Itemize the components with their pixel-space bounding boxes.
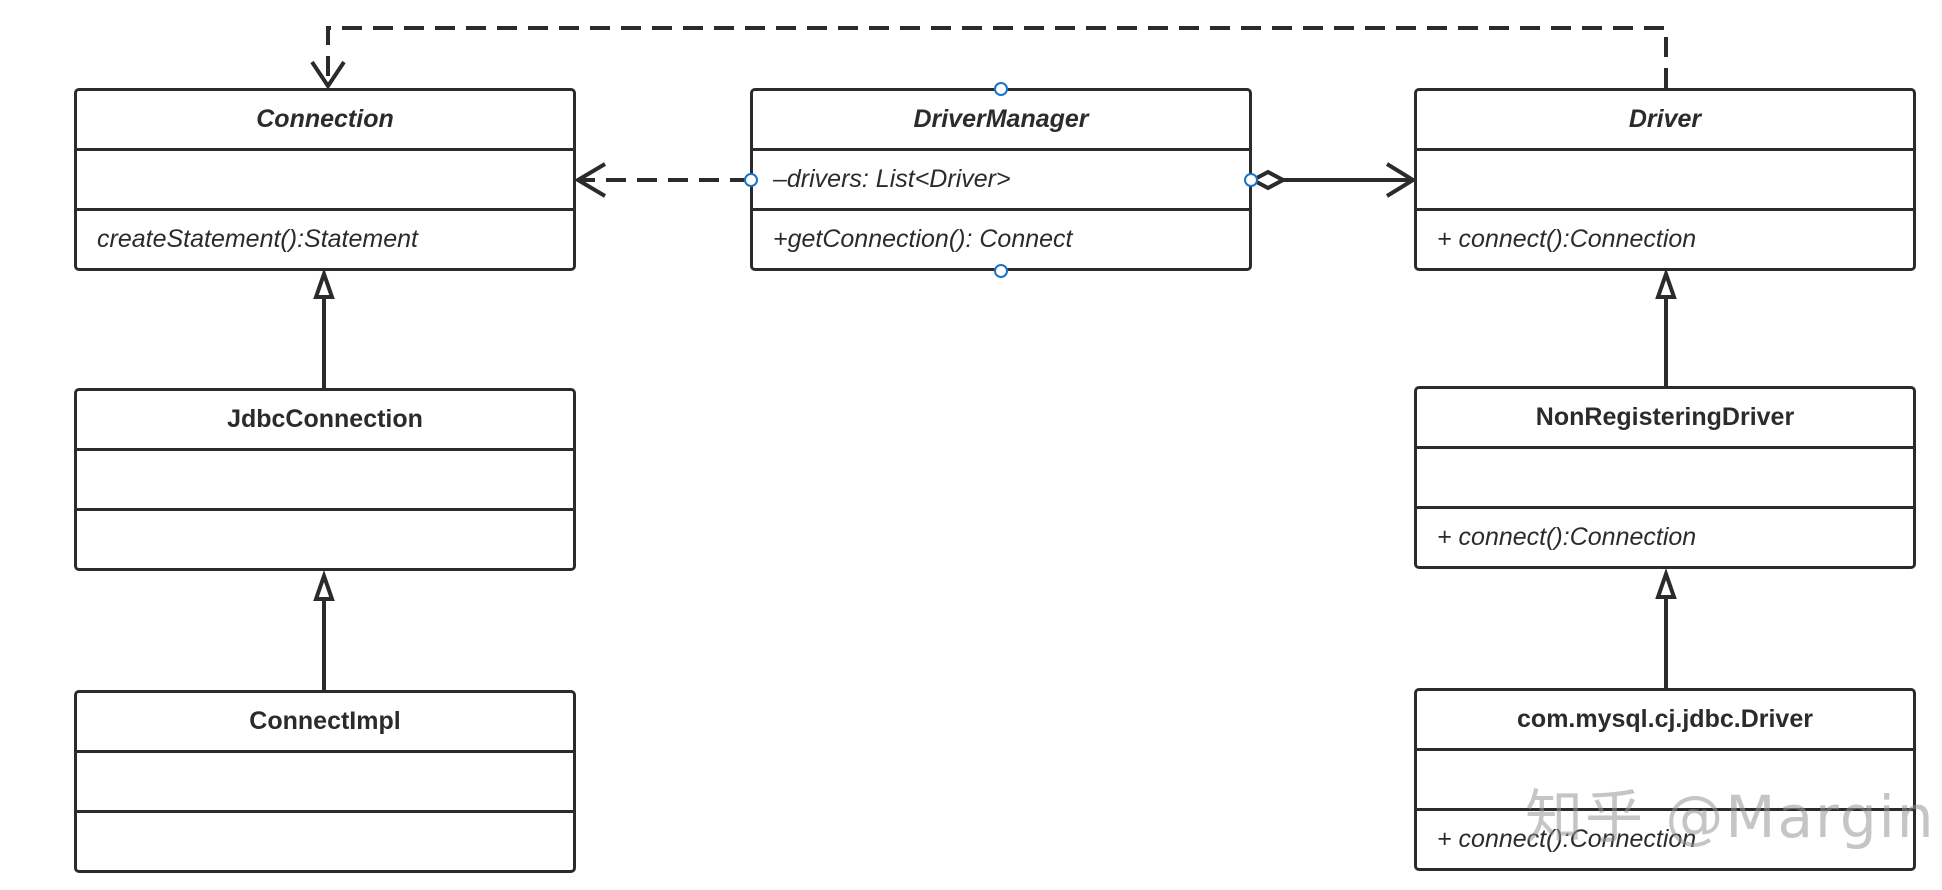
class-methods: + connect():Connection: [1417, 808, 1913, 868]
dependency-driver-to-connection: [326, 26, 1668, 88]
hollow-triangle-icon: [313, 267, 335, 299]
class-driver[interactable]: Driver + connect():Connection: [1414, 88, 1916, 271]
class-attributes: [1417, 148, 1913, 208]
class-connection[interactable]: Connection createStatement():Statement: [74, 88, 576, 271]
class-attributes: –drivers: List<Driver>: [753, 148, 1249, 208]
class-nonregisteringdriver[interactable]: NonRegisteringDriver + connect():Connect…: [1414, 386, 1916, 569]
class-jdbcconnection[interactable]: JdbcConnection: [74, 388, 576, 571]
class-methods: [77, 810, 573, 870]
open-arrowhead-icon: [1385, 162, 1417, 198]
aggregation-diamond-icon: [1248, 169, 1288, 191]
class-name: DriverManager: [913, 105, 1089, 133]
class-name: ConnectImpl: [249, 707, 401, 735]
class-name: Connection: [256, 105, 394, 133]
class-mysql-driver[interactable]: com.mysql.cj.jdbc.Driver + connect():Con…: [1414, 688, 1916, 871]
hollow-triangle-icon: [313, 569, 335, 601]
open-arrowhead-icon: [310, 60, 346, 90]
class-attributes: [77, 148, 573, 208]
class-connectimpl[interactable]: ConnectImpl: [74, 690, 576, 873]
class-drivermanager[interactable]: DriverManager –drivers: List<Driver> +ge…: [750, 88, 1252, 271]
class-attributes: [77, 448, 573, 508]
class-name: Driver: [1628, 105, 1702, 133]
open-arrowhead-icon: [574, 162, 607, 198]
class-attributes: [77, 750, 573, 810]
class-methods: + connect():Connection: [1417, 208, 1913, 268]
class-attributes: [1417, 748, 1913, 808]
hollow-triangle-icon: [1655, 567, 1677, 599]
hollow-triangle-icon: [1655, 267, 1677, 299]
class-name: NonRegisteringDriver: [1535, 403, 1795, 431]
class-methods: [77, 508, 573, 568]
class-attributes: [1417, 446, 1913, 506]
class-name: com.mysql.cj.jdbc.Driver: [1517, 705, 1813, 733]
class-methods: +getConnection(): Connect: [753, 208, 1249, 268]
class-methods: + connect():Connection: [1417, 506, 1913, 566]
class-methods: createStatement():Statement: [77, 208, 573, 268]
class-name: JdbcConnection: [227, 405, 423, 433]
watermark: 知乎 @Margin: [1525, 783, 1936, 851]
